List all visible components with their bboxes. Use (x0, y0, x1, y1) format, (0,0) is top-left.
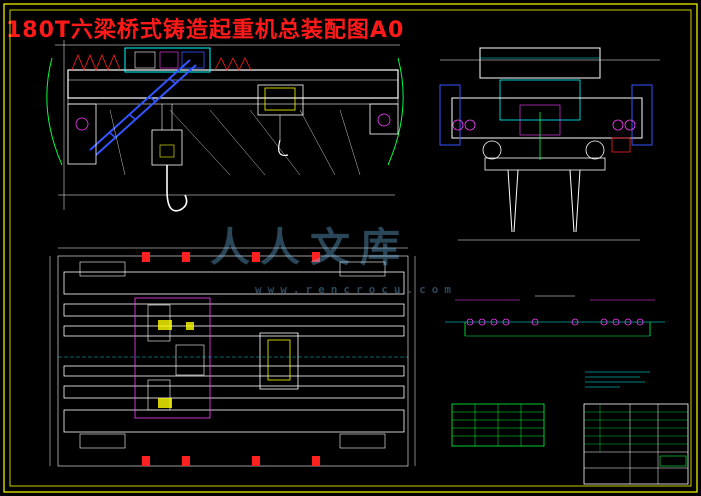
access-ladder (89, 59, 197, 156)
side-trolley-frame (479, 47, 601, 79)
girder-4 (63, 365, 405, 377)
girder-5 (63, 385, 405, 399)
parameter-table (451, 403, 545, 447)
outer-frame (3, 3, 698, 493)
wheel (142, 252, 150, 262)
left-railing (71, 53, 121, 72)
left-end-truck (67, 103, 97, 165)
girder-3 (63, 325, 405, 337)
aux-trolley-plan (259, 332, 299, 390)
main-hook-block (151, 129, 183, 166)
aux-trolley (257, 84, 304, 116)
wheel (252, 252, 260, 262)
wheel (182, 456, 190, 466)
right-end-arc (387, 57, 404, 166)
wheel (142, 456, 150, 466)
wheel (312, 252, 320, 262)
drawing-title: 180T六梁桥式铸造起重机总装配图A0 (6, 18, 405, 43)
wheel (252, 456, 260, 466)
wheel (312, 456, 320, 466)
main-girder (67, 69, 399, 99)
main-trolley-plan (134, 297, 211, 419)
technical-notes (585, 371, 650, 388)
left-end-arc (46, 57, 63, 166)
front-elevation-view (46, 40, 404, 212)
side-girder (451, 97, 643, 139)
wheel-arrangement-diagram (445, 295, 665, 337)
right-end-truck (369, 103, 399, 135)
aux-hook (278, 139, 289, 157)
right-railing (214, 57, 252, 71)
main-hook (166, 165, 188, 212)
lifting-beam (484, 157, 606, 171)
parts-list-and-title-block (583, 403, 689, 485)
plan-view (49, 247, 416, 467)
girder-6 (63, 409, 405, 433)
watermark-url: www.rencrocu.com (255, 283, 457, 296)
girder-1 (63, 271, 405, 295)
main-trolley (124, 47, 211, 73)
inner-frame (9, 9, 692, 487)
wheel (182, 252, 190, 262)
side-elevation-view (439, 47, 660, 241)
girder-2 (63, 303, 405, 317)
plan-outline (57, 255, 409, 467)
watermark-text: 人人文库 (210, 224, 410, 271)
